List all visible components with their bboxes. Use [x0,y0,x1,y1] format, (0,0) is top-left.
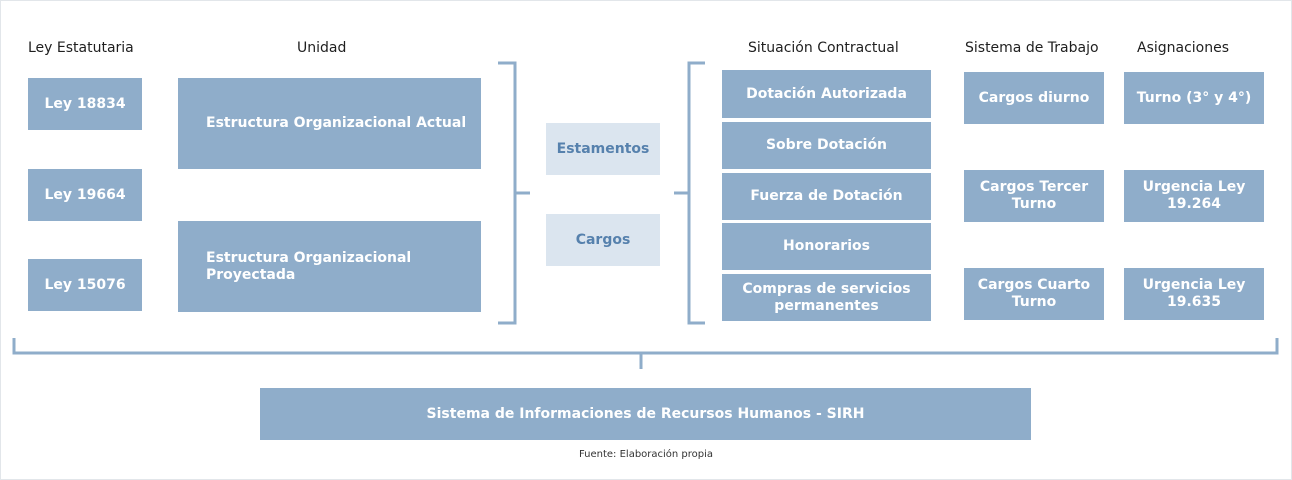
asignacion-box: Turno (3° y 4°) [1124,72,1264,124]
estamentos-box: Estamentos [546,123,660,175]
ley-box: Ley 18834 [28,78,142,130]
header-situacion-contractual: Situación Contractual [748,40,899,56]
asignacion-box: Urgencia Ley 19.635 [1124,268,1264,320]
unidad-box: Estructura Organizacional Actual [178,78,481,169]
header-ley-estatutaria: Ley Estatutaria [28,40,134,56]
bottom-brace [12,338,1279,355]
sistema-box: Cargos Tercer Turno [964,170,1104,222]
situacion-box: Dotación Autorizada [722,70,931,118]
left-bracket [687,61,705,325]
sirh-box: Sistema de Informaciones de Recursos Hum… [260,388,1031,440]
situacion-box: Fuerza de Dotación [722,173,931,220]
ley-box: Ley 19664 [28,169,142,221]
ley-box: Ley 15076 [28,259,142,311]
unidad-box: Estructura Organizacional Proyectada [178,221,481,312]
situacion-box: Compras de servicios permanentes [722,274,931,321]
sistema-box: Cargos diurno [964,72,1104,124]
cargos-box: Cargos [546,214,660,266]
source-note: Fuente: Elaboración propia [578,449,714,460]
right-bracket [498,61,517,325]
header-unidad: Unidad [297,40,347,56]
situacion-box: Sobre Dotación [722,122,931,169]
situacion-box: Honorarios [722,223,931,270]
header-sistema-de-trabajo: Sistema de Trabajo [965,40,1099,56]
header-asignaciones: Asignaciones [1137,40,1230,56]
sistema-box: Cargos Cuarto Turno [964,268,1104,320]
asignacion-box: Urgencia Ley 19.264 [1124,170,1264,222]
